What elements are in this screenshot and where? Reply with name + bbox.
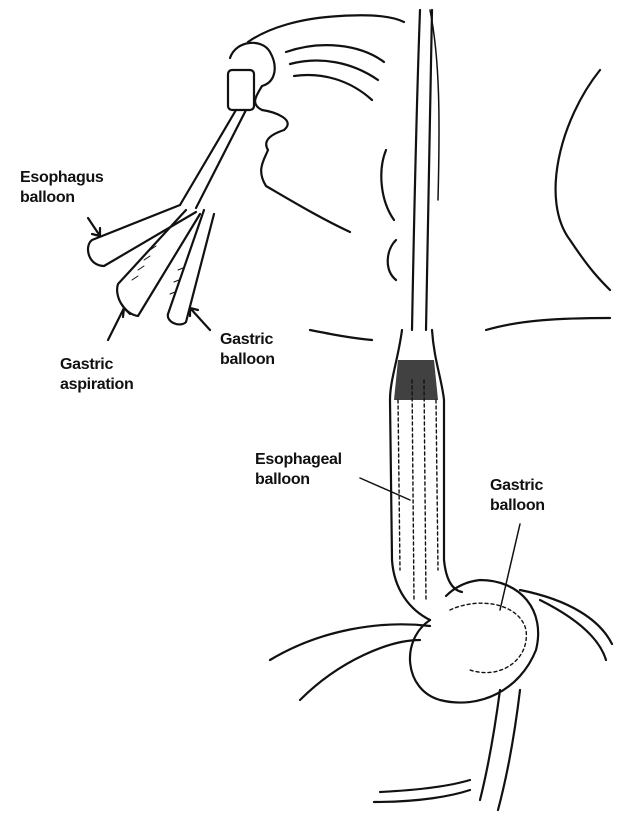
pharynx-wall [410, 8, 434, 332]
gastric-aspiration-port [116, 208, 202, 318]
gastric-balloon-body [449, 602, 527, 674]
arrow-esophagus-balloon [86, 216, 102, 238]
intestine-loop [372, 778, 472, 804]
label-line: Gastric [490, 477, 544, 494]
nostril-clamp [226, 68, 256, 112]
label-line: balloon [490, 497, 545, 514]
label-gastric-aspiration-port: Gastric aspiration [60, 355, 134, 395]
label-line: Gastric [220, 331, 274, 348]
epiglottis [380, 148, 398, 282]
face-profile [228, 41, 352, 234]
label-line: balloon [220, 351, 275, 368]
organ-outline [268, 588, 614, 812]
gastric-balloon-port [166, 208, 216, 326]
nose-bridge [246, 14, 406, 44]
port-hatching [131, 245, 184, 295]
esophagus-balloon-port [86, 203, 198, 268]
label-esophagus-balloon-port: Esophagus balloon [20, 168, 104, 208]
diaphragm-line [308, 316, 612, 342]
label-line: Gastric [60, 356, 114, 373]
arrow-gastric-aspiration [106, 306, 132, 342]
label-line: Esophagus [20, 169, 104, 186]
arrow-gastric-balloon [188, 306, 212, 332]
tube-bundle [178, 108, 248, 210]
label-esophageal-balloon: Esophageal balloon [255, 450, 342, 490]
label-gastric-balloon: Gastric balloon [490, 476, 545, 516]
esophageal-balloon-body [397, 379, 439, 601]
label-gastric-balloon-port: Gastric balloon [220, 330, 275, 370]
label-line: Esophageal [255, 451, 342, 468]
leader-gastric-balloon [499, 523, 521, 611]
balloon-hatched-top [394, 360, 438, 400]
leader-esophageal-balloon [359, 477, 411, 501]
label-line: balloon [20, 189, 75, 206]
label-line: balloon [255, 471, 310, 488]
label-line: aspiration [60, 376, 134, 393]
posterior-wall [429, 9, 440, 201]
right-contour [554, 68, 612, 292]
nasal-cavity [284, 44, 386, 102]
esophagus [388, 328, 464, 622]
stomach [408, 578, 540, 704]
